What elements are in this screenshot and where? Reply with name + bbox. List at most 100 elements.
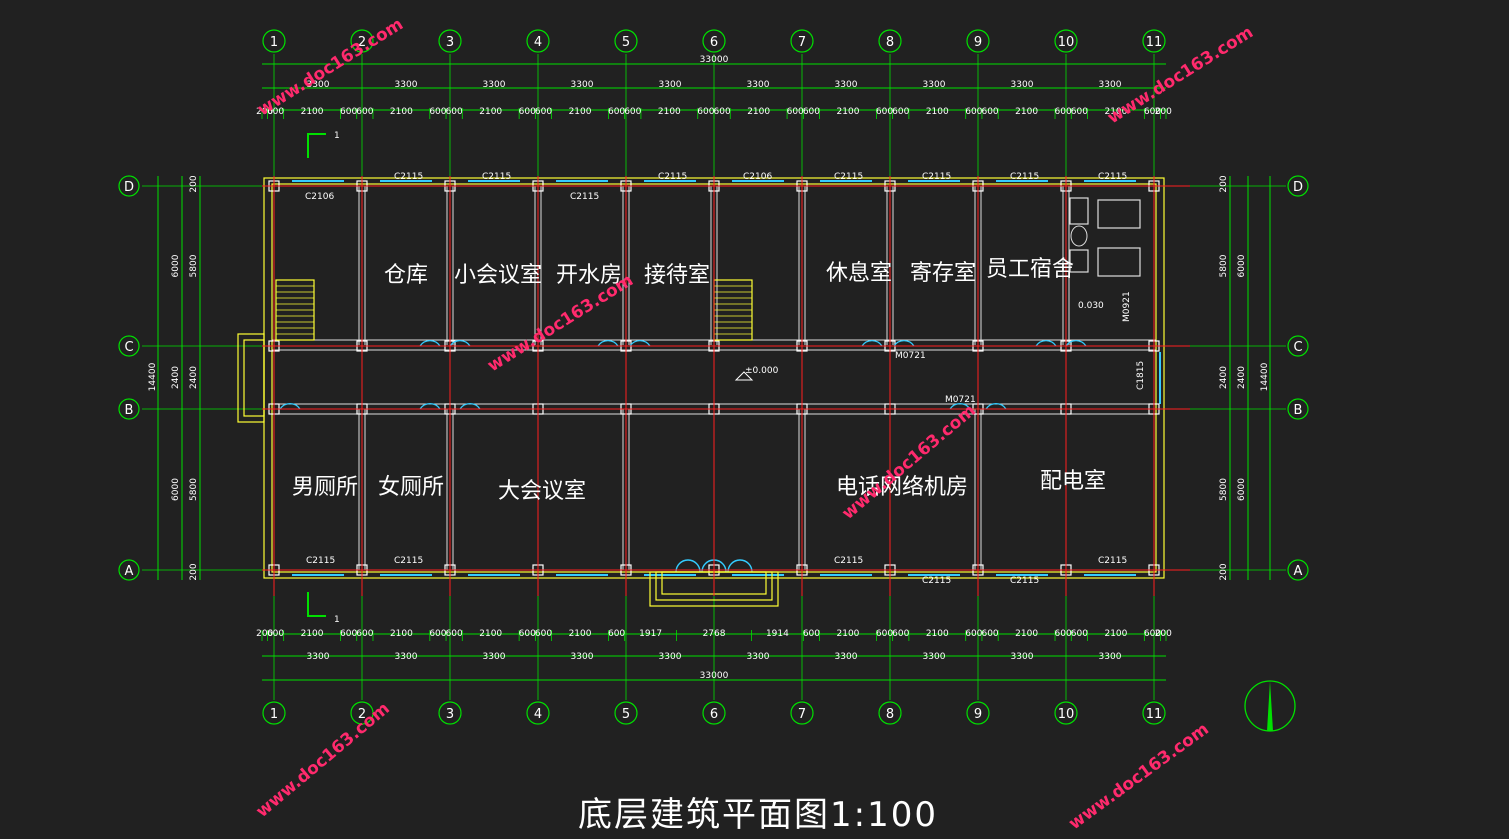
dim-right-inner: 200 xyxy=(1219,175,1229,192)
axis-bubble xyxy=(614,701,638,725)
window-tag: C2115 xyxy=(658,172,687,182)
axis-bubble xyxy=(790,701,814,725)
floor-level-mark: ±0.000 xyxy=(745,366,779,376)
axis-label-6: 6 xyxy=(710,707,718,722)
axis-bubble xyxy=(1287,398,1309,420)
dim-detail-top: 2100 xyxy=(837,107,860,117)
dim-detail-bottom: 600 xyxy=(519,629,536,639)
dim-detail-top: 200 xyxy=(1155,107,1172,117)
dim-detail-bottom: 1917 xyxy=(639,629,662,639)
axis-bubble xyxy=(438,701,462,725)
axis-label-A: A xyxy=(125,564,134,579)
dim-detail-top: 600 xyxy=(981,107,998,117)
room-label-big-meeting: 大会议室 xyxy=(498,479,586,504)
dim-right-inner: 200 xyxy=(1219,563,1229,580)
axis-bubble xyxy=(966,701,990,725)
dim-bay-bottom: 3300 xyxy=(659,652,682,662)
dim-detail-bottom: 600 xyxy=(803,629,820,639)
room-label-dorm: 员工宿舍 xyxy=(986,257,1074,282)
axis-label-1: 1 xyxy=(270,35,278,50)
room-label-warehouse: 仓库 xyxy=(384,263,428,288)
dim-detail-bottom: 2768 xyxy=(703,629,726,639)
window-tag: C2115 xyxy=(922,576,951,586)
axis-bubble xyxy=(1287,559,1309,581)
dim-detail-top: 600 xyxy=(624,107,641,117)
room-label-boiler: 开水房 xyxy=(556,263,622,288)
door-swing xyxy=(861,340,883,347)
window-tag: C2115 xyxy=(394,172,423,182)
axis-bubble xyxy=(526,29,550,53)
door-swing xyxy=(949,403,971,410)
axis-label-10: 10 xyxy=(1058,35,1075,50)
dim-left-inner: 2400 xyxy=(189,366,199,389)
dim-bay-bottom: 3300 xyxy=(483,652,506,662)
axis-bubble xyxy=(118,559,140,581)
dimension-lines xyxy=(142,54,1286,700)
dim-detail-bottom: 600 xyxy=(608,629,625,639)
dim-right-mid: 2400 xyxy=(1237,366,1247,389)
axis-label-11: 11 xyxy=(1146,35,1163,50)
dim-detail-bottom: 2100 xyxy=(926,629,949,639)
dim-detail-top: 2100 xyxy=(569,107,592,117)
center-lines xyxy=(262,176,1190,596)
door-swing xyxy=(1035,340,1057,347)
axis-bubble xyxy=(614,29,638,53)
window-tag: C2106 xyxy=(305,192,334,202)
dim-detail-bottom: 600 xyxy=(1055,629,1072,639)
axis-label-B: B xyxy=(125,403,134,418)
axis-label-C: C xyxy=(124,340,133,355)
entrance-door xyxy=(675,559,701,573)
section-mark-top: 1 xyxy=(334,131,340,141)
axis-label-9: 9 xyxy=(974,707,982,722)
bed-fixture xyxy=(1097,247,1141,277)
door-tag: M0721 xyxy=(895,351,926,361)
door-swing xyxy=(1065,340,1087,347)
door-swing xyxy=(893,340,915,347)
dim-detail-bottom: 600 xyxy=(535,629,552,639)
dim-right-inner: 2400 xyxy=(1219,366,1229,389)
axis-bubble xyxy=(702,29,726,53)
entrance-door xyxy=(727,559,753,573)
level-symbol xyxy=(734,371,754,381)
dim-detail-top: 600 xyxy=(803,107,820,117)
axis-bubble xyxy=(350,29,374,53)
dim-bay-bottom: 3300 xyxy=(923,652,946,662)
watermark: www.doc163.com xyxy=(838,401,979,524)
dim-detail-top: 2100 xyxy=(1015,107,1038,117)
dim-detail-top: 2100 xyxy=(926,107,949,117)
door-tag: M0921 xyxy=(1122,291,1132,322)
dim-left-inner: 5800 xyxy=(189,254,199,277)
dim-detail-bottom: 2100 xyxy=(1015,629,1038,639)
dim-overall-top: 33000 xyxy=(700,55,729,65)
dim-right-inner: 5800 xyxy=(1219,478,1229,501)
dim-detail-bottom: 1914 xyxy=(766,629,789,639)
dim-left-mid: 6000 xyxy=(171,254,181,277)
axis-bubble xyxy=(1287,335,1309,357)
dim-detail-bottom: 600 xyxy=(892,629,909,639)
dim-detail-bottom: 600 xyxy=(1144,629,1161,639)
room-label-lounge: 休息室 xyxy=(826,261,892,286)
walls xyxy=(237,133,1165,617)
axis-label-10: 10 xyxy=(1058,707,1075,722)
axis-bubble xyxy=(1287,175,1309,197)
door-swing xyxy=(449,340,471,347)
dim-right-inner: 5800 xyxy=(1219,254,1229,277)
dim-detail-bottom: 600 xyxy=(965,629,982,639)
axis-label-4: 4 xyxy=(534,707,542,722)
axis-label-4: 4 xyxy=(534,35,542,50)
dim-detail-bottom: 600 xyxy=(876,629,893,639)
dim-detail-bottom: 600 xyxy=(356,629,373,639)
room-label-telecom: 电话网络机房 xyxy=(836,475,968,500)
bed-fixture xyxy=(1097,199,1141,229)
west-entrance xyxy=(243,339,265,417)
window-tag: C2115 xyxy=(922,172,951,182)
dim-bay-bottom: 3300 xyxy=(1099,652,1122,662)
north-arrow-icon xyxy=(1244,680,1296,732)
door-swing xyxy=(459,403,481,410)
dim-detail-top: 600 xyxy=(1071,107,1088,117)
dim-detail-top: 2100 xyxy=(390,107,413,117)
axis-bubble xyxy=(1054,29,1078,53)
axis-bubble xyxy=(118,335,140,357)
door-swing xyxy=(597,340,619,347)
